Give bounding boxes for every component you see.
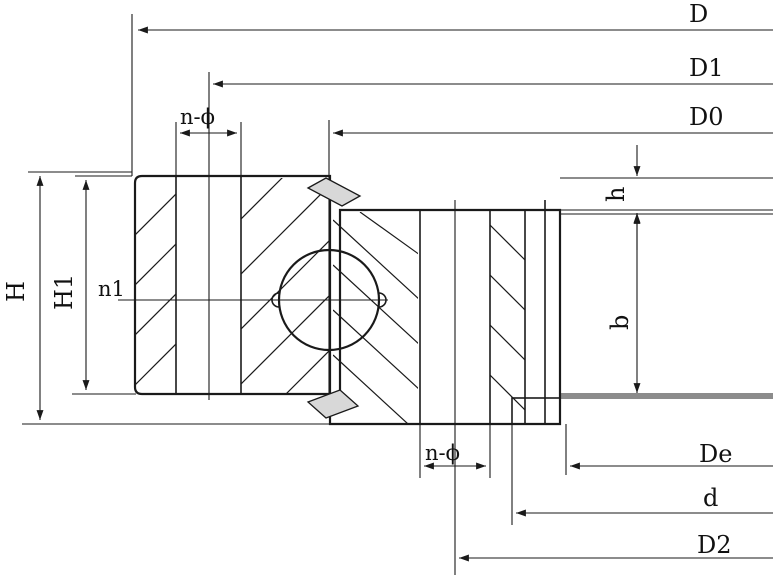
dimension-H <box>22 171 330 425</box>
dimension-n-phi-top <box>175 122 242 178</box>
dimension-H1 <box>72 175 136 395</box>
label-De: De <box>699 440 732 468</box>
label-D1: D1 <box>689 54 724 82</box>
inner-ring <box>328 200 773 575</box>
seal-top <box>306 177 362 207</box>
dimension-d <box>511 424 773 525</box>
dimension-h <box>560 145 773 250</box>
label-H: H <box>2 281 30 302</box>
label-h: h <box>602 187 630 202</box>
label-b: b <box>606 315 634 330</box>
label-D: D <box>689 0 708 28</box>
label-n-phi-bottom: n-ϕ <box>425 441 460 465</box>
label-n1: n1 <box>98 277 125 301</box>
label-D2: D2 <box>697 531 732 559</box>
dimension-D0 <box>328 120 773 400</box>
outer-ring <box>133 174 332 400</box>
label-H1: H1 <box>50 274 78 310</box>
dimension-b <box>560 214 773 397</box>
label-n-phi-top: n-ϕ <box>180 105 215 129</box>
ball <box>270 248 388 352</box>
dimension-n-phi-bottom <box>419 424 491 478</box>
label-D0: D0 <box>689 103 724 131</box>
dimension-D1 <box>208 72 773 176</box>
dimension-D <box>131 14 773 176</box>
dimension-De <box>565 424 773 475</box>
label-d: d <box>703 484 718 512</box>
seal-bottom <box>306 389 360 419</box>
